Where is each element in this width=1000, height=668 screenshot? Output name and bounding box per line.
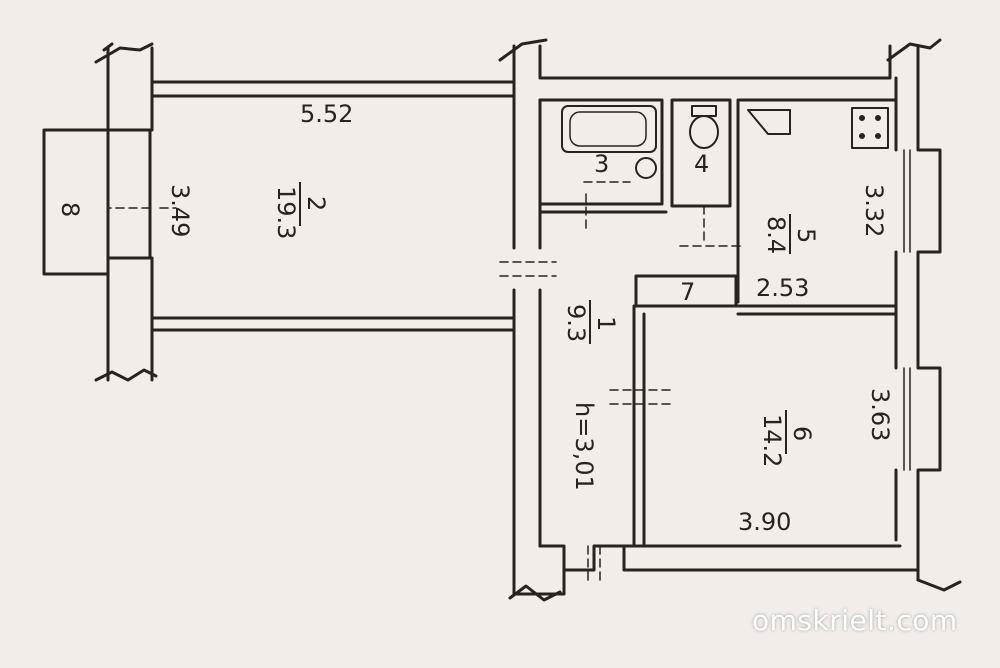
wall-left-break-top: [94, 42, 154, 64]
room-5-depth: 3.32: [860, 184, 888, 237]
room-2-depth: 3.49: [166, 184, 194, 237]
wall-central-break: [498, 38, 562, 602]
stove: [851, 107, 889, 149]
room-5-area: 8.4: [762, 216, 790, 254]
room-2-number: 2: [302, 196, 330, 211]
room-4-number: 4: [694, 150, 709, 178]
closet-7-number: 7: [680, 278, 695, 306]
bathtub: [561, 105, 657, 153]
kitchen-sink: [747, 109, 791, 135]
room-2-width: 5.52: [300, 100, 353, 128]
toilet: [689, 115, 719, 149]
room-1-height: h=3,01: [570, 402, 598, 491]
balcony-8-outline: [42, 128, 110, 276]
stove-burner: [875, 133, 881, 139]
room-6-area: 14.2: [758, 414, 786, 467]
balcony-8-number: 8: [56, 202, 84, 217]
wall-room2-bottom: [150, 316, 516, 332]
room-6-depth: 3.63: [866, 388, 894, 441]
room-6-number: 6: [788, 426, 816, 441]
room-5-number: 5: [792, 228, 820, 243]
partition-bath: [538, 98, 732, 214]
watermark: omskrielt.com: [752, 604, 958, 637]
room-2-area: 19.3: [272, 186, 300, 239]
wall-central: [512, 44, 892, 596]
room-1-number: 1: [592, 316, 620, 331]
stove-burner: [859, 115, 865, 121]
bathtub-inner: [569, 111, 647, 147]
room-1-area: 9.3: [562, 304, 590, 342]
room-3-number: 3: [594, 150, 609, 178]
room-5-width: 2.53: [756, 274, 809, 302]
partition-kitchen: [736, 98, 898, 316]
wall-right: [894, 44, 942, 582]
sink: [635, 157, 657, 179]
wall-right-break-top: [886, 38, 942, 62]
wall-bottom: [538, 544, 962, 592]
wall-bottom-left: [512, 568, 566, 596]
window-right: [903, 149, 911, 471]
wall-left-break-bottom: [94, 368, 158, 382]
partition-room6: [632, 304, 740, 548]
stove-burner: [859, 133, 865, 139]
toilet-tank: [691, 105, 717, 117]
stove-burner: [875, 115, 881, 121]
wall-left: [106, 46, 152, 382]
wall-room2-top: [150, 80, 516, 98]
room-6-width: 3.90: [738, 508, 791, 536]
door-marks: [109, 181, 741, 581]
closet-7-outline: [634, 274, 738, 308]
